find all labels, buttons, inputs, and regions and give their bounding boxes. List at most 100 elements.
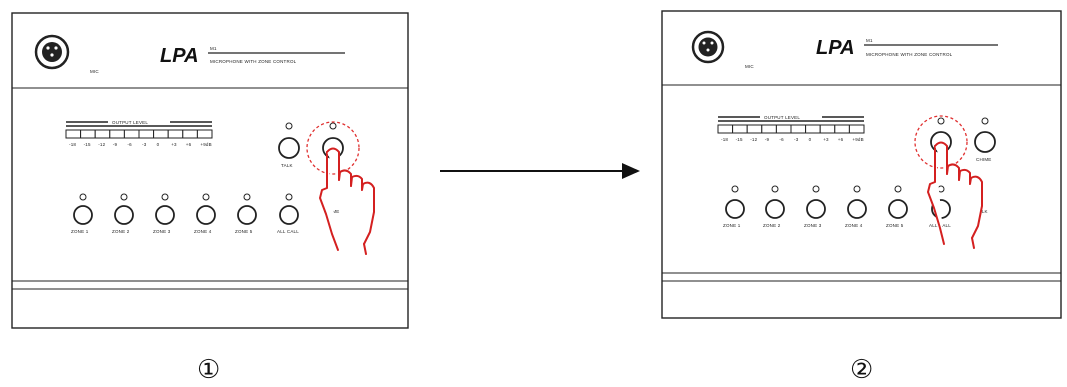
meter-scale-label: +6 [186,142,192,147]
zone-label: ZONE 1 [71,229,89,234]
meter-segment [746,124,763,134]
meter-segment [761,124,777,134]
meter-scale-label: -6 [127,142,132,147]
meter-scale-label: +6 [838,137,844,142]
meter-scale-label: +3 [823,137,829,142]
step-number-2: ② [850,355,873,385]
pointing-hand-icon [319,147,375,255]
meter-scale-label: -18 [721,137,728,142]
led-indicator [981,117,989,125]
led-indicator [120,193,128,201]
mic-connector-icon [691,30,725,64]
meter-segment [94,129,111,139]
led-indicator [771,185,779,193]
meter-segment [790,124,807,134]
meter-segment [732,124,748,134]
meter-segment [848,124,865,134]
transition-arrow [440,163,640,179]
zone-label: ZONE 3 [153,229,171,234]
led-indicator [731,185,739,193]
zone-label: ZONE 3 [804,223,822,228]
zone-label: ZONE 5 [886,223,904,228]
panel-step-1: MIC LPA M1 MICROPHONE WITH ZONE CONTROL … [11,12,409,329]
meter-scale-label: -3 [794,137,799,142]
chime-button[interactable] [974,131,996,153]
zone-label: ZONE 4 [194,229,212,234]
meter-segment [775,124,792,134]
brand-logo: LPA [160,45,199,67]
meter-label: OUTPUT LEVEL [112,120,148,125]
meter-scale-label: +3 [171,142,177,147]
led-indicator [937,117,945,125]
meter-segment [65,129,82,139]
zone-label: ZONE 5 [235,229,253,234]
led-indicator [79,193,87,201]
zone-button[interactable] [196,205,216,225]
highlight-circle [306,121,360,175]
model-label: M1 [210,46,217,51]
meter-scale-label: 0 [157,142,160,147]
meter-segment [167,129,184,139]
pointing-hand-icon [927,141,983,249]
meter-scale-label: -18 [69,142,76,147]
meter-segment [138,129,155,139]
highlight-circle [914,115,968,169]
zone-button[interactable] [279,205,299,225]
meter-scale-label: -6 [779,137,784,142]
led-indicator [853,185,861,193]
meter-segment [109,129,125,139]
meter-segments [717,124,865,134]
meter-scale-label: -12 [750,137,757,142]
led-indicator [243,193,251,201]
led-indicator [161,193,169,201]
zone-button[interactable] [888,199,908,219]
mic-label: MIC [90,69,99,74]
meter-scale-label: -3 [142,142,147,147]
mic-label: MIC [745,64,754,69]
zone-button[interactable] [155,205,175,225]
zone-label: ZONE 2 [112,229,130,234]
zone-button[interactable] [73,205,93,225]
zone-button[interactable] [114,205,134,225]
meter-scale-label: -9 [765,137,770,142]
meter-scale-label: -12 [98,142,105,147]
subtitle-label: MICROPHONE WITH ZONE CONTROL [866,52,953,57]
talk-button[interactable] [278,137,300,159]
meter-segment [834,124,850,134]
zone-button[interactable] [237,205,257,225]
panel-step-2: MIC LPA M1 MICROPHONE WITH ZONE CONTROL … [661,10,1062,319]
zone-label: ZONE 2 [763,223,781,228]
zone-button[interactable] [725,199,745,219]
meter-scale-label: -15 [736,137,743,142]
led-indicator [894,185,902,193]
panel-body [661,10,1062,319]
meter-segments [65,129,213,139]
zone-button[interactable] [847,199,867,219]
meter-scale-label: -15 [84,142,91,147]
led-indicator [285,122,293,130]
step-number-1: ① [197,355,220,385]
meter-segment [123,129,140,139]
meter-segment [196,129,213,139]
meter-segment [717,124,734,134]
meter-scale-label: -9 [113,142,118,147]
zone-button[interactable] [806,199,826,219]
meter-segment [182,129,198,139]
zone-button[interactable] [765,199,785,219]
chime-label: CHIME [976,157,992,162]
led-indicator [329,122,337,130]
meter-segment [153,129,169,139]
meter-scale-label: +9dB [852,137,863,142]
led-indicator [202,193,210,201]
meter-label: OUTPUT LEVEL [764,115,800,120]
meter-segment [805,124,821,134]
talk-label: TALK [281,163,293,168]
model-label: M1 [866,38,873,43]
led-indicator [812,185,820,193]
